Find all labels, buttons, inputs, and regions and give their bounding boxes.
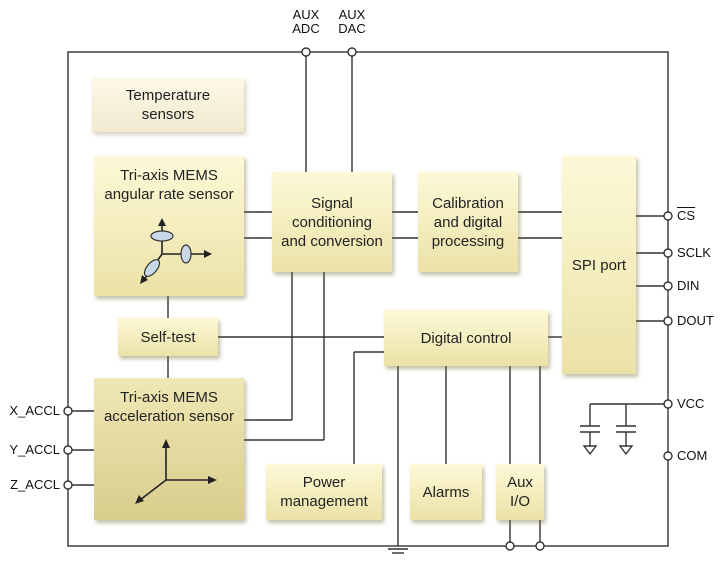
aux-io-block: Aux I/O [496, 464, 544, 520]
bottom-pin-1 [505, 541, 515, 551]
chip-outline [67, 51, 669, 547]
aux-dac-pin [347, 47, 357, 57]
spi-port-block: SPI port [562, 156, 636, 374]
gyroscope-icon [140, 218, 212, 284]
x-accl-label: X_ACCL [9, 403, 60, 418]
angular-rate-sensor-block: Tri-axis MEMS angular rate sensor [94, 156, 244, 296]
temperature-sensors-block: Temperature sensors [92, 78, 244, 132]
cap2-ground [618, 445, 634, 456]
cs-pin [663, 211, 673, 221]
power-management-block: Power management [266, 464, 382, 520]
dout-pin [663, 316, 673, 326]
aux-adc-label: AUX ADC [292, 7, 320, 36]
y-accl-pin [63, 445, 73, 455]
com-pin [663, 451, 673, 461]
sclk-pin [663, 248, 673, 258]
cap1-ground [582, 445, 598, 456]
angular-rate-sensor-label: Tri-axis MEMS angular rate sensor [104, 167, 234, 203]
digital-control-block: Digital control [384, 310, 548, 366]
din-label: DIN [677, 278, 700, 293]
y-accl-label: Y_ACCL [9, 442, 60, 457]
accelerometer-axes-icon [135, 439, 217, 504]
signal-conditioning-block: Signal conditioning and conversion [272, 172, 392, 272]
z-accl-label: Z_ACCL [10, 477, 60, 492]
x-accl-pin [63, 406, 73, 416]
vcc-pin [663, 399, 673, 409]
bottom-pin-2 [535, 541, 545, 551]
acceleration-sensor-block: Tri-axis MEMS acceleration sensor [94, 378, 244, 520]
din-pin [663, 281, 673, 291]
aux-adc-pin [301, 47, 311, 57]
z-accl-pin [63, 480, 73, 490]
com-label: COM [677, 448, 708, 463]
acceleration-sensor-label: Tri-axis MEMS acceleration sensor [103, 389, 235, 425]
vcc-label: VCC [677, 396, 705, 411]
self-test-block: Self-test [118, 318, 218, 356]
aux-dac-label: AUX DAC [338, 7, 366, 36]
sclk-label: SCLK [677, 245, 711, 260]
alarms-block: Alarms [410, 464, 482, 520]
cs-label: CS [677, 208, 696, 223]
dout-label: DOUT [677, 313, 714, 328]
calibration-block: Calibration and digital processing [418, 172, 518, 272]
